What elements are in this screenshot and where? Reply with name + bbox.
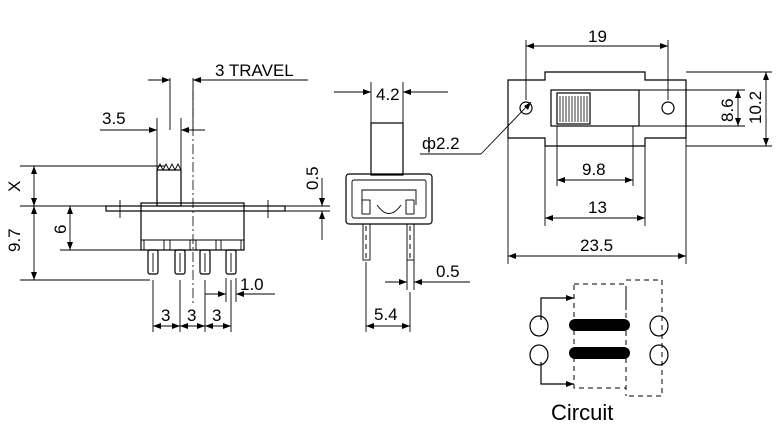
terminal-right-bottom	[649, 344, 669, 366]
hole-diameter-dim: ф2.2	[422, 134, 460, 153]
top-mount-plate	[507, 71, 687, 147]
plate-length-dim: 23.5	[580, 236, 613, 255]
pitch-2-dim: 3	[187, 306, 196, 325]
top-body	[550, 89, 640, 127]
end-lever	[370, 122, 404, 176]
contact-bar-top	[569, 319, 630, 331]
body-width-dim: 13	[588, 198, 607, 217]
circuit-dashed-inner	[573, 283, 627, 389]
side-body	[140, 202, 245, 251]
travel-label: 3 TRAVEL	[215, 61, 294, 80]
terminal-left-bottom	[529, 344, 549, 366]
contact-bar-bottom	[569, 347, 630, 359]
height-total-dim: 9.7	[5, 228, 24, 252]
height-x-dim: X	[5, 181, 24, 192]
top-view: 19 ф2.2 8.6 10.2 9.8 13	[420, 27, 772, 264]
end-view: 4.2 0.5 0.5 5.4	[285, 82, 470, 332]
terminal-left-top	[529, 315, 549, 337]
height-body-dim: 6	[51, 225, 70, 234]
mount-hole-left	[519, 101, 533, 115]
top-slider-knob	[556, 92, 591, 125]
side-lever-grip	[156, 162, 182, 172]
circuit-diagram: Circuit	[529, 279, 669, 425]
lever-width-dim: 3.5	[102, 109, 126, 128]
pitch-1-dim: 3	[161, 306, 170, 325]
pin-thickness-dim: 0.5	[436, 262, 460, 281]
plate-height-dim: 10.2	[746, 91, 765, 124]
plate-thickness-dim: 0.5	[303, 166, 322, 190]
slot-width-dim: 9.8	[582, 160, 606, 179]
pin-span-dim: 5.4	[374, 305, 398, 324]
side-view: 3 TRAVEL 3.5 X 9.7 6	[5, 61, 308, 332]
circuit-caption: Circuit	[551, 400, 613, 425]
pitch-3-dim: 3	[212, 306, 221, 325]
side-mount-plate	[105, 205, 286, 212]
pin-width-dim: 1.0	[240, 275, 264, 294]
end-housing	[345, 173, 433, 225]
end-lever-width-dim: 4.2	[376, 85, 400, 104]
terminal-right-top	[649, 315, 669, 337]
side-pins	[143, 239, 242, 275]
mount-hole-right	[661, 101, 675, 115]
side-lever	[156, 169, 182, 207]
hole-spacing-dim: 19	[588, 27, 607, 46]
body-height-dim: 8.6	[718, 98, 737, 122]
